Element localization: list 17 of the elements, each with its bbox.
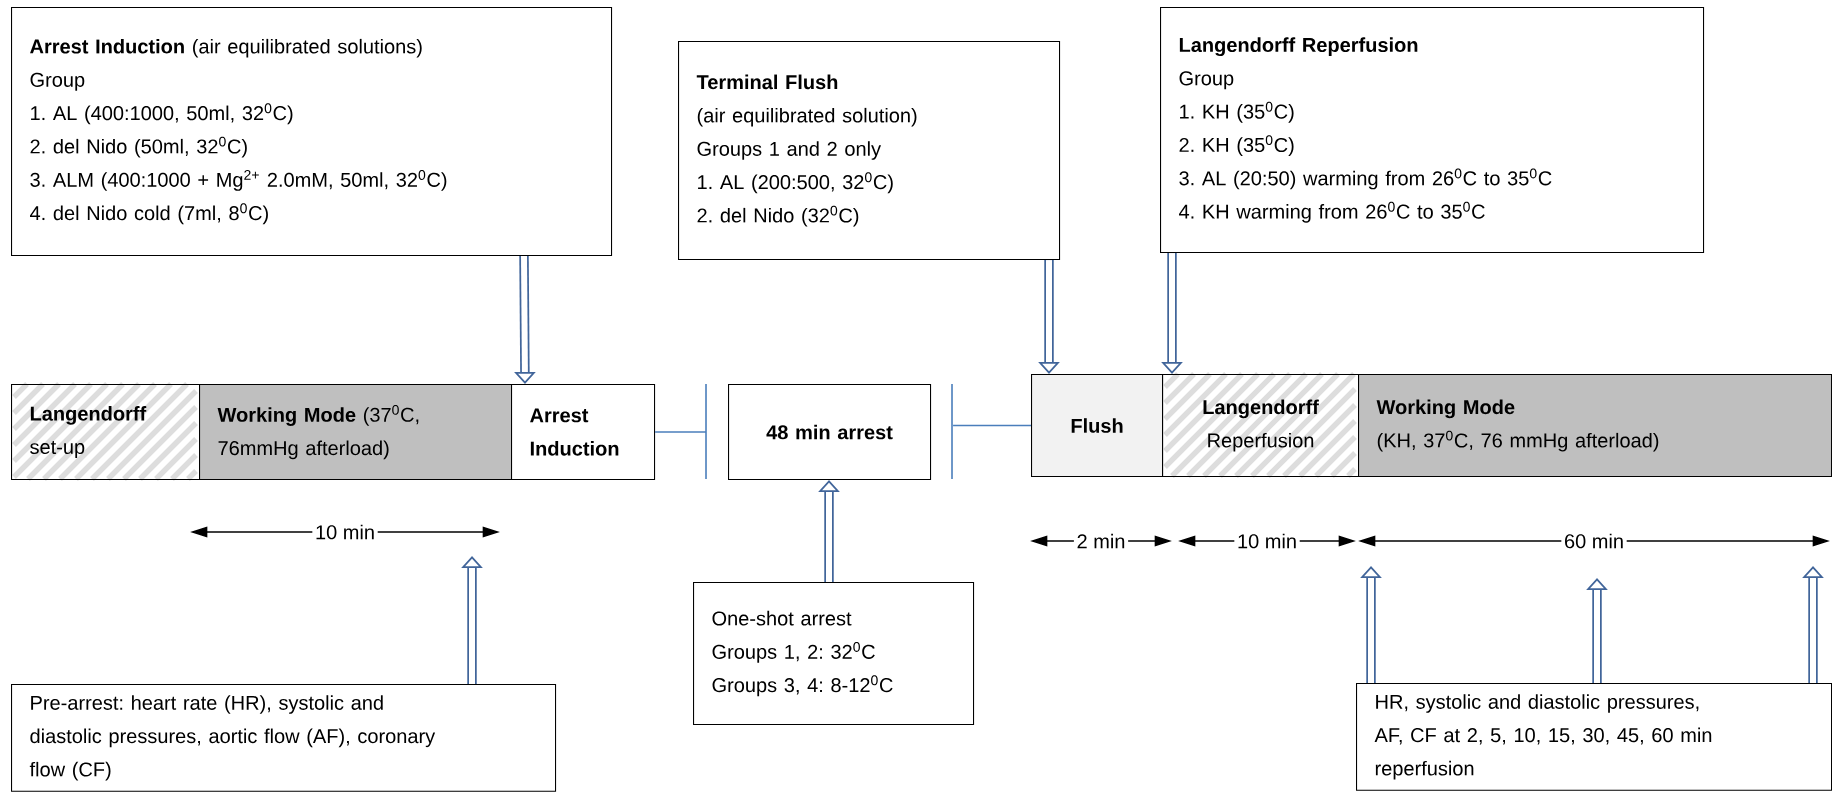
info-box: Terminal Flush (air equilibrated solution) Groups 1 and 2 only 1. AL (200:500, 32$^{0}$C) 2. del Nido (32$^{0}$C) <box>678 41 1061 261</box>
duration-label: 60 min <box>1561 533 1627 549</box>
timeline-block: Flush <box>1031 374 1164 478</box>
info-box: Langendorff Reperfusion Group 1. KH (35$^{0}$C) 2. KH (35$^{0}$C) 3. AL (20:50) warming from 26$^{0}$C to 35$^{0}$C 4. KH warming from 26$^{0}$C to 35$^{0}$C <box>1160 7 1705 254</box>
duration-label: 2 min <box>1073 533 1129 549</box>
timeline-block: Langendorff set-up <box>11 381 201 482</box>
note-box: Pre-arrest: heart rate (HR), systolic and diastolic pressures, aortic flow (AF), coronary flow (CF) <box>11 684 557 792</box>
info-box: Arrest Induction (air equilibrated solutions) Group 1. AL (400:1000, 50ml, 32$^{0}$C) 2. del Nido (50ml, 32$^{0}$C) 3. ALM (400:1000 + Mg$^{2+}$ 2.0mM, 50ml, 32$^{0}$C) 4. del Nido cold (7ml, 8$^{0}$C) <box>11 7 613 257</box>
timeline-block: Arrest Induction <box>511 384 656 481</box>
duration-label: 10 min <box>1234 533 1300 549</box>
note-box: HR, systolic and diastolic pressures, AF, CF at 2, 5, 10, 15, 30, 45, 60 min reperfusion <box>1356 683 1832 791</box>
duration-label: 10 min <box>312 524 378 540</box>
timeline-block: 48 min arrest <box>728 384 932 481</box>
timeline-block: Working Mode (37$^{0}$C, 76mmHg afterload) <box>199 384 513 481</box>
timeline-block: Working Mode (KH, 37$^{0}$C, 76 mmHg afterload) <box>1358 374 1832 478</box>
note-box: One-shot arrest Groups 1, 2: 32$^{0}$C Groups 3, 4: 8-12$^{0}$C <box>693 582 975 726</box>
timeline-block: Langendorff Reperfusion <box>1162 371 1360 479</box>
